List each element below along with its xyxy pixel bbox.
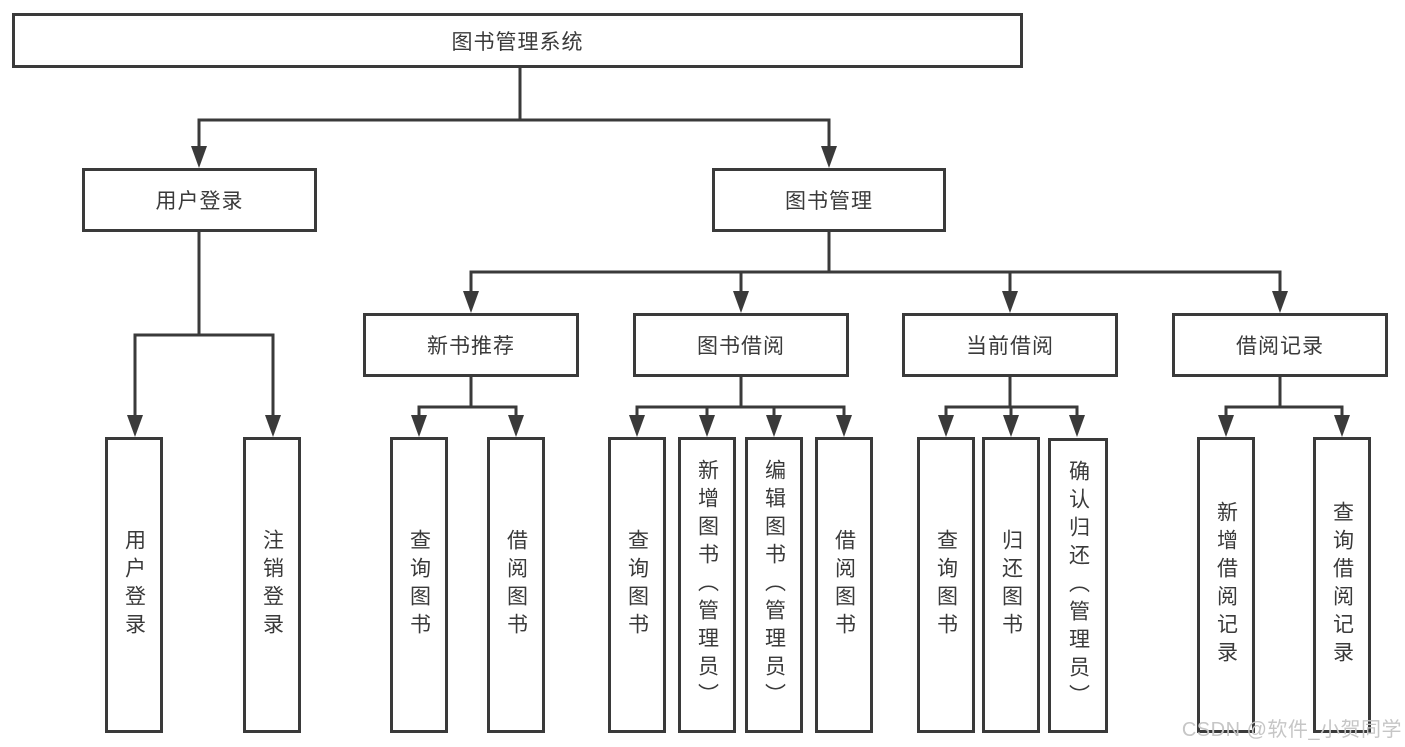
leaf-user-login: 用户登录 bbox=[105, 437, 163, 733]
leaf-query-books-3: 查询图书 bbox=[917, 437, 975, 733]
node-book-borrowing: 图书借阅 bbox=[633, 313, 849, 377]
leaf-query-borrow-record: 查询借阅记录 bbox=[1313, 437, 1371, 733]
leaf-logout-label: 注销登录 bbox=[260, 529, 284, 641]
leaf-query-books-1: 查询图书 bbox=[390, 437, 448, 733]
leaf-add-borrow-record-label: 新增借阅记录 bbox=[1214, 501, 1238, 669]
csdn-watermark: CSDN @软件_小贺同学 bbox=[1181, 719, 1402, 741]
leaf-add-books-admin: 新增图书（管理员） bbox=[678, 437, 736, 733]
leaf-query-borrow-record-label: 查询借阅记录 bbox=[1330, 501, 1354, 669]
leaf-borrow-books-2: 借阅图书 bbox=[815, 437, 873, 733]
node-user-login: 用户登录 bbox=[82, 168, 317, 232]
node-user-login-label: 用户登录 bbox=[155, 190, 244, 213]
leaf-confirm-return-admin-label: 确认归还（管理员） bbox=[1066, 459, 1090, 712]
leaf-edit-books-admin-label: 编辑图书（管理员） bbox=[762, 459, 786, 711]
node-current-borrowing-label: 当前借阅 bbox=[966, 335, 1054, 358]
node-borrowing-records-label: 借阅记录 bbox=[1236, 335, 1324, 358]
leaf-add-borrow-record: 新增借阅记录 bbox=[1197, 437, 1255, 733]
leaf-return-books: 归还图书 bbox=[982, 437, 1040, 733]
leaf-query-books-3-label: 查询图书 bbox=[934, 529, 958, 641]
node-borrowing-records: 借阅记录 bbox=[1172, 313, 1388, 377]
node-current-borrowing: 当前借阅 bbox=[902, 313, 1118, 377]
leaf-edit-books-admin: 编辑图书（管理员） bbox=[745, 437, 803, 733]
leaf-add-books-admin-label: 新增图书（管理员） bbox=[695, 459, 719, 711]
leaf-borrow-books-1: 借阅图书 bbox=[487, 437, 545, 733]
leaf-query-books-2: 查询图书 bbox=[608, 437, 666, 733]
leaf-logout: 注销登录 bbox=[243, 437, 301, 733]
node-book-management-label: 图书管理 bbox=[785, 190, 873, 213]
node-library-system-label: 图书管理系统 bbox=[451, 30, 584, 54]
node-new-book-recommend: 新书推荐 bbox=[363, 313, 579, 377]
arrowheads bbox=[127, 146, 1350, 437]
leaf-borrow-books-2-label: 借阅图书 bbox=[832, 529, 856, 641]
node-library-system: 图书管理系统 bbox=[12, 13, 1023, 68]
leaf-confirm-return-admin: 确认归还（管理员） bbox=[1048, 438, 1108, 733]
node-book-borrowing-label: 图书借阅 bbox=[697, 335, 785, 358]
node-book-management: 图书管理 bbox=[712, 168, 946, 232]
leaf-query-books-2-label: 查询图书 bbox=[625, 529, 649, 641]
leaf-borrow-books-1-label: 借阅图书 bbox=[504, 529, 528, 641]
node-new-book-recommend-label: 新书推荐 bbox=[427, 335, 515, 358]
leaf-query-books-1-label: 查询图书 bbox=[407, 529, 431, 641]
leaf-return-books-label: 归还图书 bbox=[999, 529, 1023, 641]
leaf-user-login-label: 用户登录 bbox=[122, 529, 146, 641]
